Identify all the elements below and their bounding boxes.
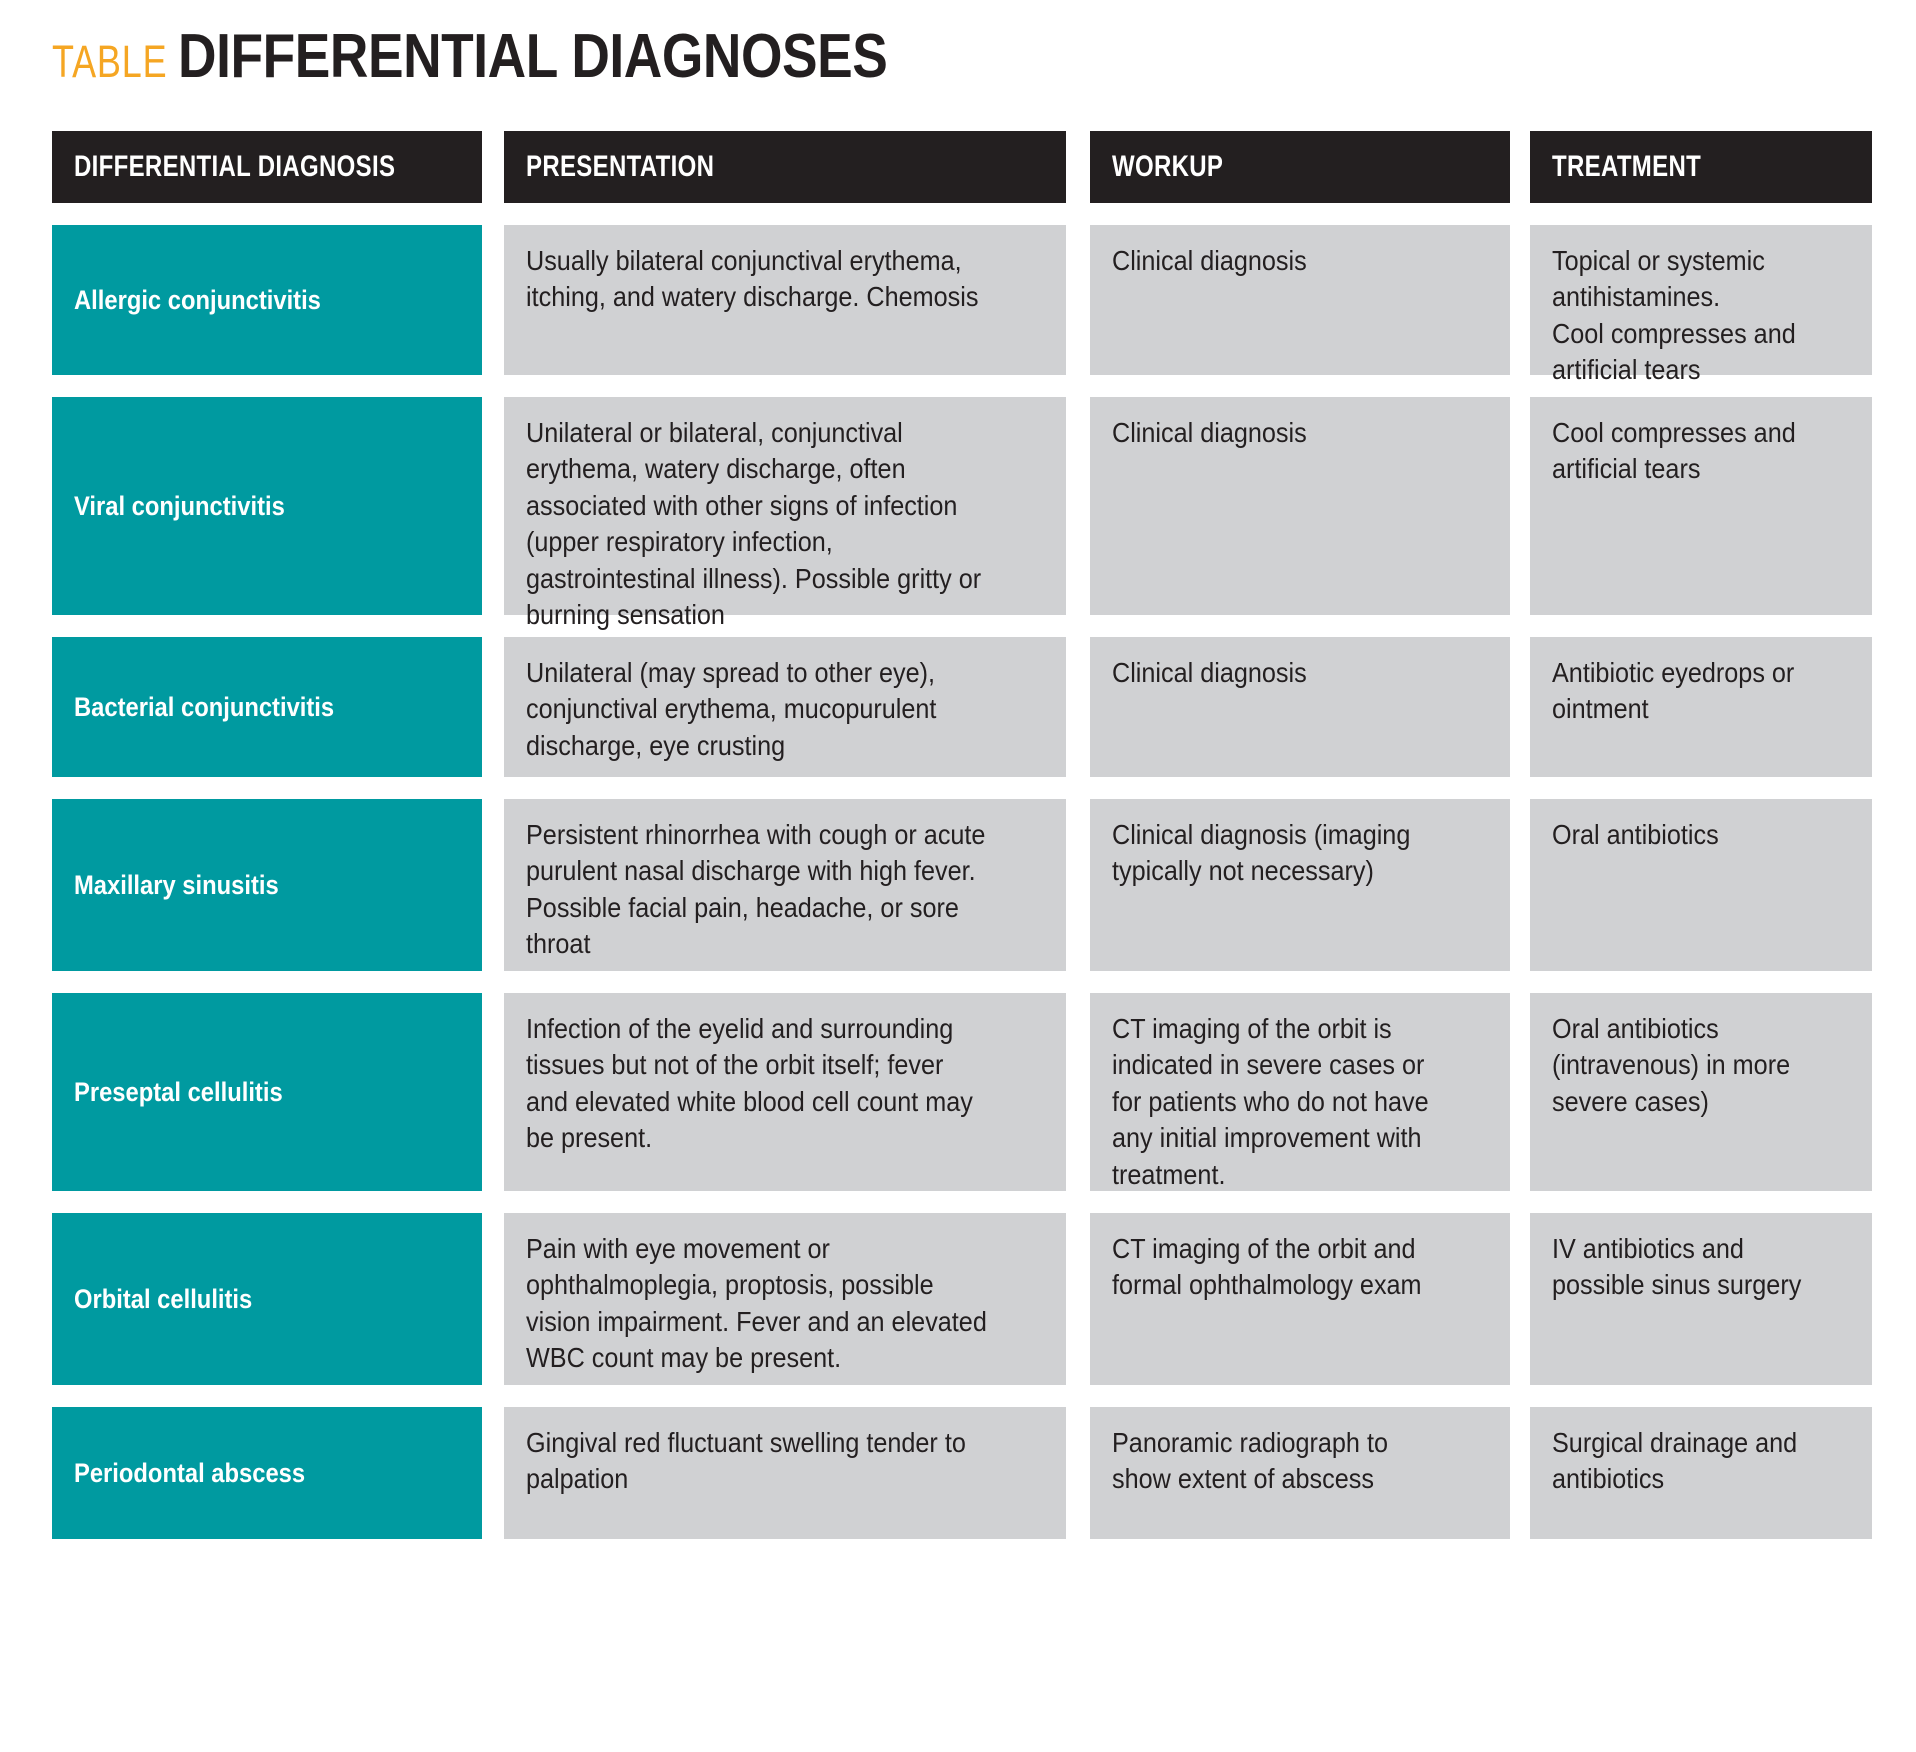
treatment-cell: Oral antibiotics (intravenous) in more s… [1530,993,1872,1191]
table-row: Allergic conjunctivitis Usually bilatera… [52,225,1872,385]
column-header-label: TREATMENT [1552,150,1702,183]
treatment-text: Antibiotic eyedrops or ointment [1552,657,1795,725]
diagnosis-cell: Bacterial conjunctivitis [52,637,482,777]
presentation-cell: Usually bilateral conjunctival erythema,… [504,225,1066,375]
workup-cell: Clinical diagnosis [1090,637,1510,777]
treatment-cell: Topical or systemic antihistamines. Cool… [1530,225,1872,385]
diagnosis-cell: Preseptal cellulitis [52,993,482,1191]
workup-text: CT imaging of the orbit and formal ophth… [1112,1233,1422,1301]
treatment-cell: IV antibiotics and possible sinus surger… [1530,1213,1872,1385]
column-header-label: PRESENTATION [526,150,715,183]
presentation-text: Usually bilateral conjunctival erythema,… [526,245,979,313]
presentation-cell: Unilateral or bilateral, conjunctival er… [504,397,1066,630]
diagnosis-label: Bacterial conjunctivitis [74,691,335,722]
workup-cell: Clinical diagnosis [1090,225,1510,375]
column-header-treatment: TREATMENT [1530,131,1872,203]
workup-cell: Clinical diagnosis [1090,397,1510,615]
table-header-row: DIFFERENTIAL DIAGNOSIS PRESENTATION WORK… [52,131,1872,203]
workup-text: Clinical diagnosis (imaging typically no… [1112,819,1411,887]
diagnosis-cell: Maxillary sinusitis [52,799,482,971]
treatment-text: IV antibiotics and possible sinus surger… [1552,1233,1802,1301]
column-header-label: WORKUP [1112,150,1224,183]
treatment-text: Oral antibiotics [1552,819,1719,850]
workup-cell: Panoramic radiograph to show extent of a… [1090,1407,1510,1539]
diagnosis-label: Viral conjunctivitis [74,490,285,521]
presentation-text: Infection of the eyelid and surrounding … [526,1013,973,1154]
workup-cell: Clinical diagnosis (imaging typically no… [1090,799,1510,971]
column-header-diagnosis: DIFFERENTIAL DIAGNOSIS [52,131,482,203]
treatment-cell: Oral antibiotics [1530,799,1872,971]
table-row: Bacterial conjunctivitis Unilateral (may… [52,637,1872,777]
presentation-cell: Gingival red fluctuant swelling tender t… [504,1407,1066,1539]
presentation-cell: Persistent rhinorrhea with cough or acut… [504,799,1066,971]
diagnosis-cell: Orbital cellulitis [52,1213,482,1385]
workup-text: Clinical diagnosis [1112,657,1307,688]
diagnosis-label: Allergic conjunctivitis [74,284,321,315]
diagnosis-cell: Periodontal abscess [52,1407,482,1539]
treatment-cell: Cool compresses and artificial tears [1530,397,1872,615]
presentation-cell: Infection of the eyelid and surrounding … [504,993,1066,1191]
diagnosis-cell: Viral conjunctivitis [52,397,482,615]
diagnosis-label: Periodontal abscess [74,1457,306,1488]
treatment-cell: Antibiotic eyedrops or ointment [1530,637,1872,777]
column-header-presentation: PRESENTATION [504,131,1066,203]
table-row: Orbital cellulitis Pain with eye movemen… [52,1213,1872,1385]
workup-cell: CT imaging of the orbit and formal ophth… [1090,1213,1510,1385]
figure-title: TABLE DIFFERENTIAL DIAGNOSES [0,0,1916,88]
diagnosis-label: Preseptal cellulitis [74,1076,283,1107]
table-row: Maxillary sinusitis Persistent rhinorrhe… [52,799,1872,971]
diagnosis-label: Orbital cellulitis [74,1283,253,1314]
presentation-text: Unilateral or bilateral, conjunctival er… [526,417,982,630]
workup-text: Clinical diagnosis [1112,417,1307,448]
page-title: DIFFERENTIAL DIAGNOSES [178,22,888,91]
table-row: Periodontal abscess Gingival red fluctua… [52,1407,1872,1539]
title-kicker: TABLE [52,36,168,87]
treatment-text: Cool compresses and artificial tears [1552,417,1796,485]
table-row: Preseptal cellulitis Infection of the ey… [52,993,1872,1191]
diagnosis-cell: Allergic conjunctivitis [52,225,482,375]
table-row: Viral conjunctivitis Unilateral or bilat… [52,397,1872,630]
presentation-text: Unilateral (may spread to other eye), co… [526,657,937,761]
workup-text: Panoramic radiograph to show extent of a… [1112,1427,1388,1495]
presentation-text: Gingival red fluctuant swelling tender t… [526,1427,966,1495]
column-header-workup: WORKUP [1090,131,1510,203]
presentation-text: Pain with eye movement or ophthalmoplegi… [526,1233,987,1374]
differential-diagnoses-table: DIFFERENTIAL DIAGNOSIS PRESENTATION WORK… [52,131,1872,1561]
diagnosis-label: Maxillary sinusitis [74,869,279,900]
workup-text: Clinical diagnosis [1112,245,1307,276]
presentation-cell: Pain with eye movement or ophthalmoplegi… [504,1213,1066,1385]
treatment-text: Oral antibiotics (intravenous) in more s… [1552,1013,1791,1117]
workup-text: CT imaging of the orbit is indicated in … [1112,1013,1429,1190]
column-header-label: DIFFERENTIAL DIAGNOSIS [74,150,396,183]
presentation-text: Persistent rhinorrhea with cough or acut… [526,819,986,960]
treatment-text: Topical or systemic antihistamines. Cool… [1552,245,1796,386]
treatment-cell: Surgical drainage and antibiotics [1530,1407,1872,1539]
workup-cell: CT imaging of the orbit is indicated in … [1090,993,1510,1191]
presentation-cell: Unilateral (may spread to other eye), co… [504,637,1066,777]
treatment-text: Surgical drainage and antibiotics [1552,1427,1798,1495]
